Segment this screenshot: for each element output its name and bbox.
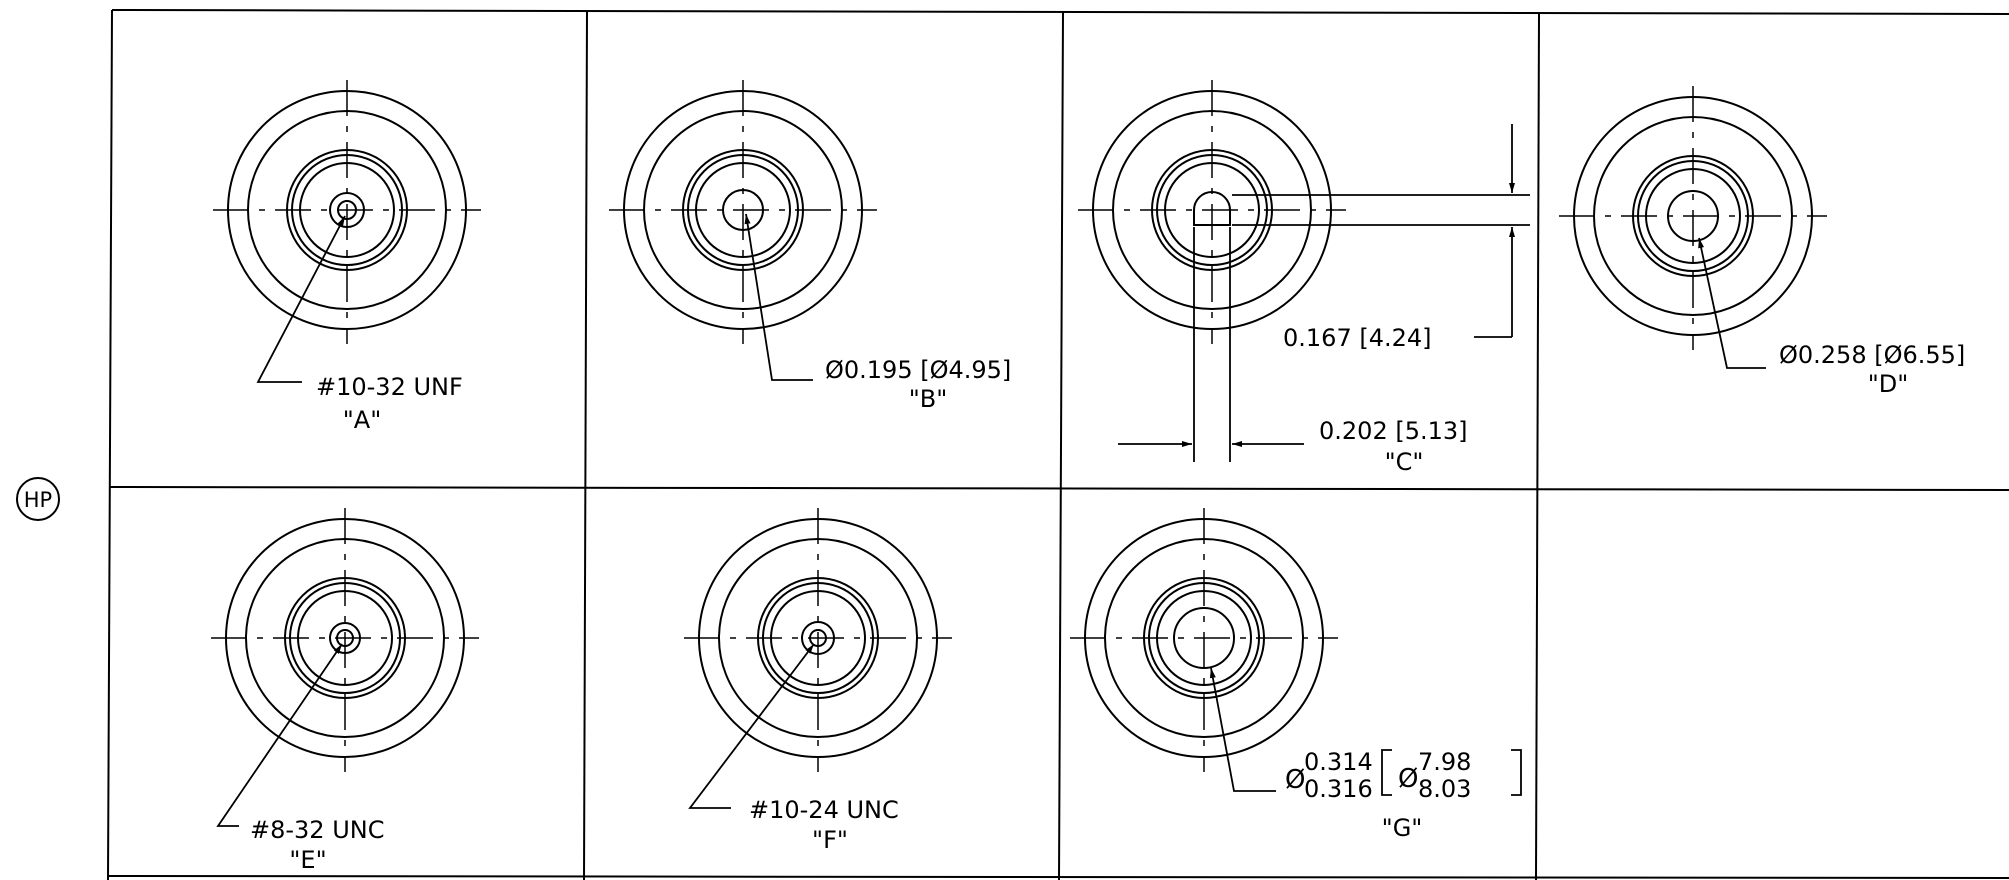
cell-f: #10-24 UNC "F" (684, 508, 952, 854)
centerlines-f (684, 508, 952, 772)
leader-g (1209, 667, 1276, 792)
leader-b (744, 213, 813, 381)
centerlines-c (1078, 80, 1346, 344)
cell-e: #8-32 UNC "E" (211, 508, 479, 874)
tolerance-callout-g: Ø 0.314 0.316 Ø 7.98 8.03 (1285, 748, 1522, 803)
callout-b: Ø0.195 [Ø4.95] (825, 356, 1011, 384)
cell-a: #10-32 UNF "A" (213, 80, 481, 434)
centerlines-a (213, 80, 481, 344)
grid-frame (107, 9, 2009, 880)
bracket-right-g (1511, 749, 1522, 796)
tag-b: "B" (909, 385, 948, 413)
hp-badge-label: HP (24, 488, 52, 512)
bracket-left-g (1381, 749, 1392, 796)
cell-c: 0.167 [4.24] 0.202 [5.13] "C" (1078, 80, 1530, 476)
tag-d: "D" (1868, 370, 1909, 398)
inch-lower-g: 0.316 (1304, 775, 1373, 803)
callout-c: 0.202 [5.13] (1319, 417, 1468, 445)
centerlines-e (211, 508, 479, 772)
tag-g: "G" (1382, 814, 1423, 842)
centerlines-d (1559, 86, 1827, 350)
dia-symbol-g: Ø (1285, 765, 1305, 795)
dia-symbol-mm-g: Ø (1398, 764, 1418, 794)
leader-a (256, 215, 346, 383)
cell-d: Ø0.258 [Ø6.55] "D" (1559, 86, 1965, 398)
leader-d (1698, 237, 1766, 369)
callout-d: Ø0.258 [Ø6.55] (1779, 341, 1965, 369)
callout-f: #10-24 UNC (749, 796, 899, 824)
hp-badge: HP (16, 477, 60, 521)
leader-e (216, 643, 343, 827)
tag-e: "E" (289, 846, 326, 874)
centerlines-b (609, 80, 877, 344)
callout-a: #10-32 UNF (316, 373, 463, 401)
cell-g: Ø 0.314 0.316 Ø 7.98 8.03 "G" (1070, 508, 1522, 842)
mm-lower-g: 8.03 (1418, 775, 1471, 803)
mm-upper-g: 7.98 (1418, 748, 1471, 776)
callout-e: #8-32 UNC (250, 816, 384, 844)
leader-f (688, 643, 815, 809)
tag-f: "F" (812, 826, 848, 854)
width-dimension-c (1118, 227, 1304, 462)
flat-callout-c: 0.167 [4.24] (1283, 324, 1432, 352)
tag-c: "C" (1385, 448, 1424, 476)
cell-b: Ø0.195 [Ø4.95] "B" (609, 80, 1011, 413)
flat-dimension-c (1232, 124, 1530, 338)
tag-a: "A" (343, 406, 382, 434)
centerlines-g (1070, 508, 1338, 772)
inch-upper-g: 0.314 (1304, 748, 1373, 776)
